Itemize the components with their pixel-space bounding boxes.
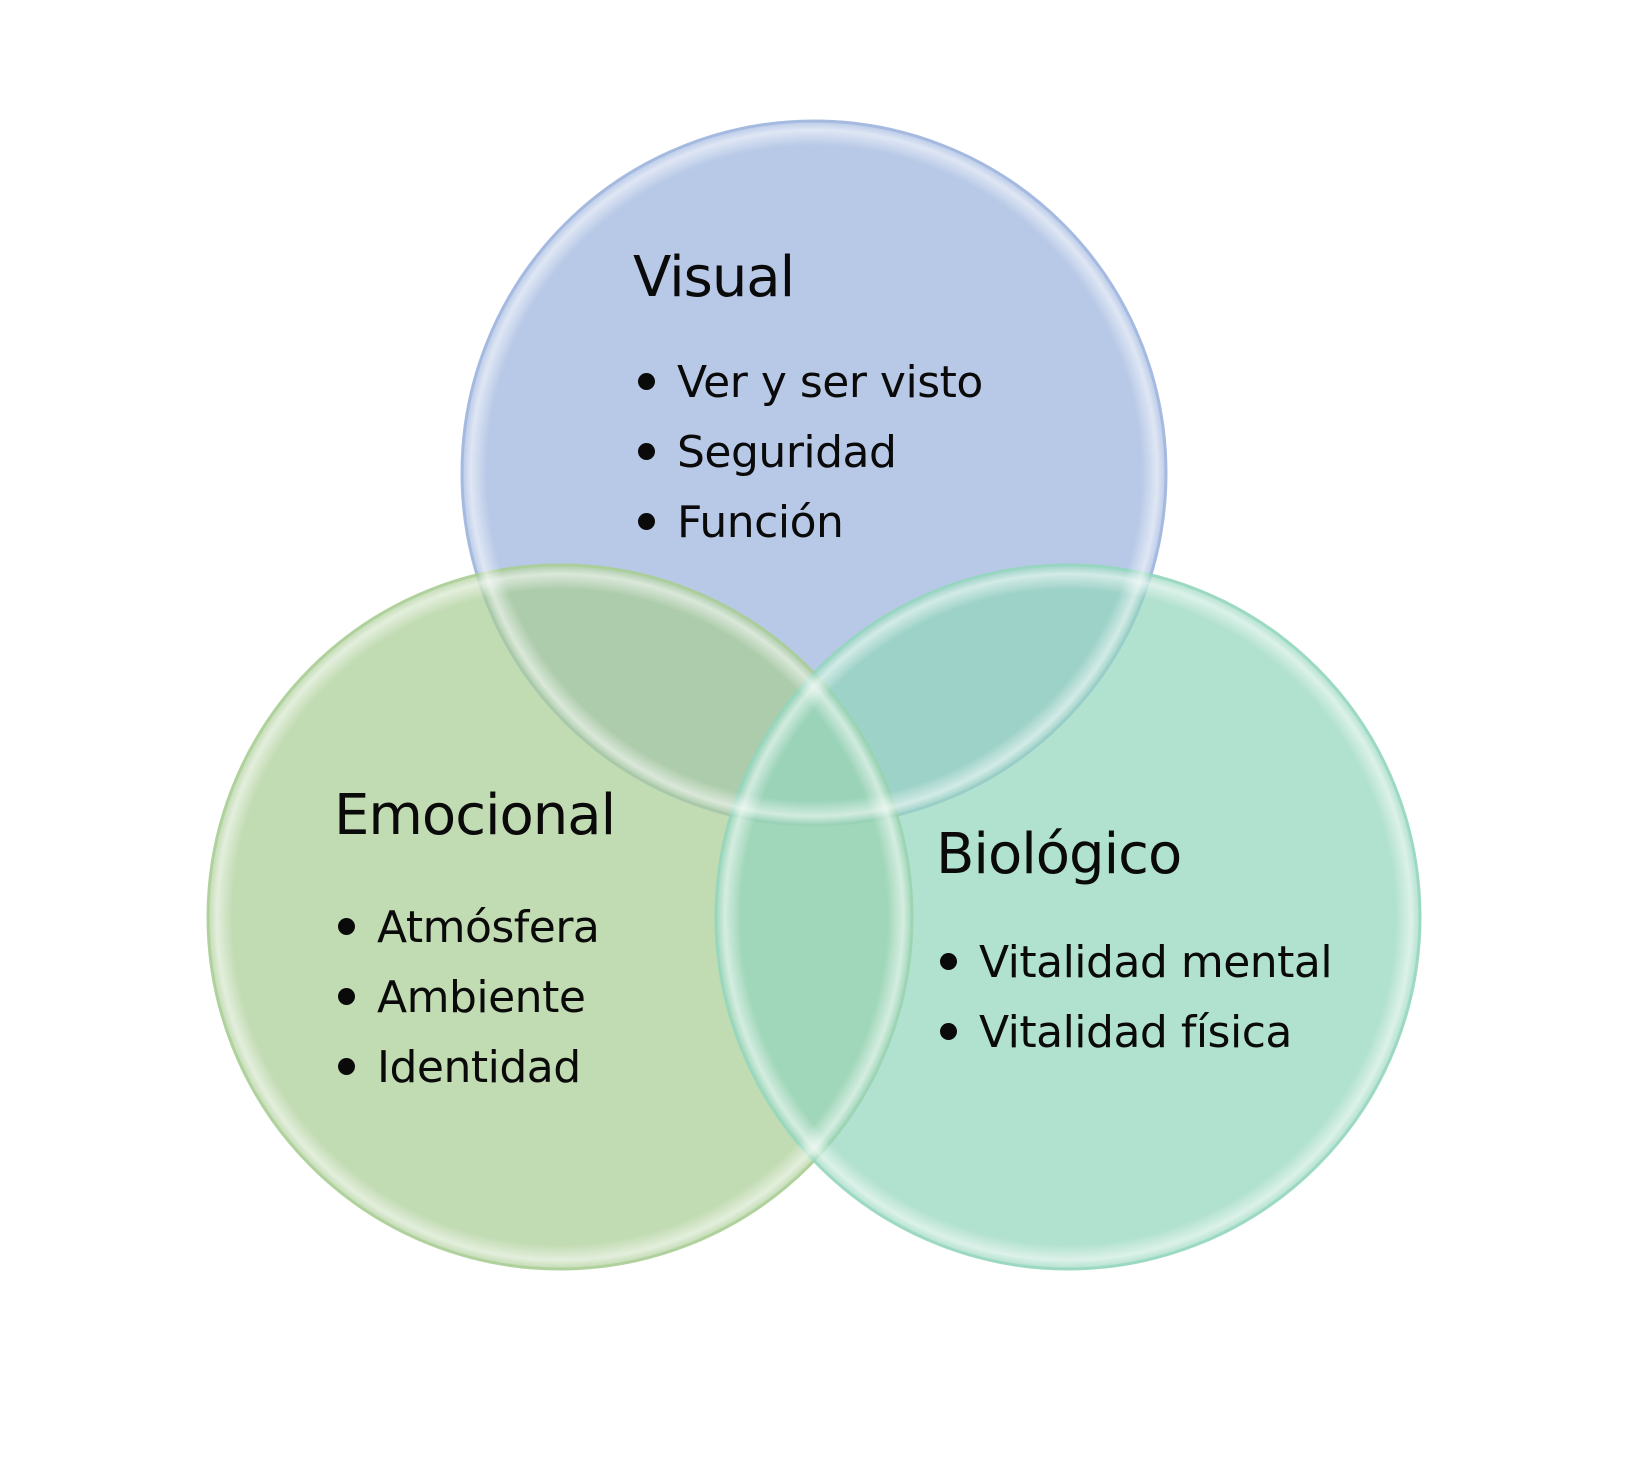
bullet-icon xyxy=(940,1022,957,1040)
bullet-icon xyxy=(338,917,355,935)
set-items-visual: Ver y ser visto Seguridad Función xyxy=(638,348,983,558)
list-item: Vitalidad física xyxy=(940,998,1332,1068)
bullet-icon xyxy=(638,442,655,460)
bullet-icon xyxy=(638,372,655,390)
list-item: Función xyxy=(638,488,983,558)
set-title-visual: Visual xyxy=(633,245,795,310)
list-item: Identidad xyxy=(338,1033,599,1103)
bullet-icon xyxy=(338,987,355,1005)
venn-circle-rim-emocional xyxy=(208,565,912,1269)
set-items-emocional: Atmósfera Ambiente Identidad xyxy=(338,893,600,1103)
list-item: Ver y ser visto xyxy=(638,348,983,418)
set-title-emocional: Emocional xyxy=(334,783,616,848)
venn-circle-rim-biologico xyxy=(716,565,1420,1269)
bullet-icon xyxy=(638,512,655,530)
list-item: Vitalidad mental xyxy=(940,928,1333,998)
list-item: Seguridad xyxy=(638,418,983,488)
list-item: Atmósfera xyxy=(338,893,600,963)
bullet-icon xyxy=(338,1057,355,1075)
set-items-biologico: Vitalidad mental Vitalidad física xyxy=(940,928,1333,1068)
list-item: Ambiente xyxy=(338,963,599,1033)
bullet-icon xyxy=(940,952,957,970)
set-title-biologico: Biológico xyxy=(936,822,1182,887)
